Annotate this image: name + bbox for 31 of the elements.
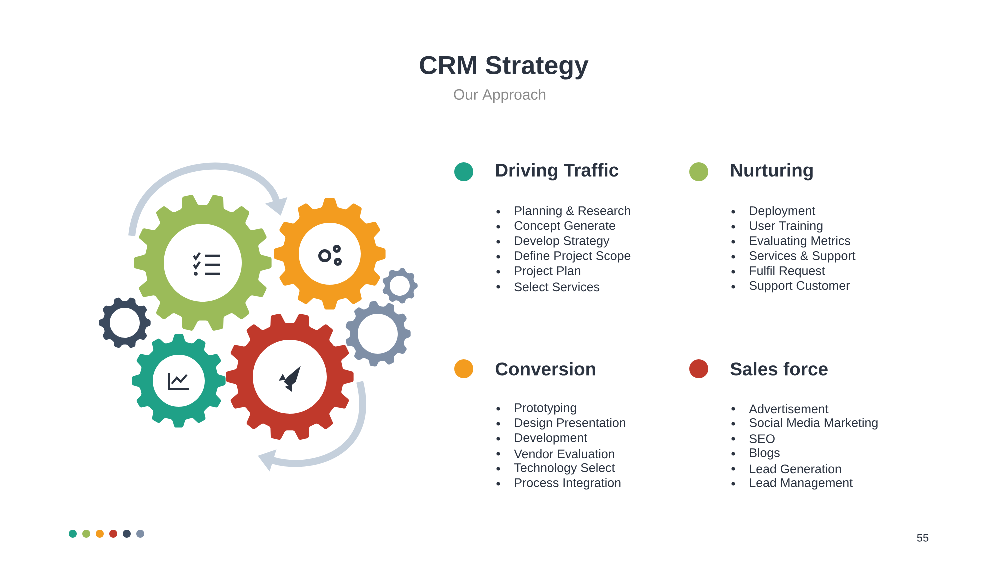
list-item: Process Integration — [515, 478, 621, 490]
list-item: Development — [515, 433, 588, 445]
list-item: Develop Strategy — [515, 236, 610, 248]
list-item: Advertisement — [749, 404, 829, 414]
list-item: Lead Management — [750, 478, 853, 490]
section-heading: Sales force — [730, 362, 828, 376]
page-number: 55 — [917, 534, 929, 542]
section-heading: Nurturing — [731, 163, 813, 181]
subtitle: Our Approach — [454, 89, 546, 103]
list-item: Services & Support — [750, 251, 856, 263]
list-item: Project Plan — [515, 266, 581, 278]
list-item: Support Customer — [750, 281, 850, 293]
list-item: SEO — [750, 434, 775, 444]
list-item: Technology Select — [514, 463, 616, 475]
list-item: Prototyping — [515, 403, 576, 415]
list-item: Design Presentation — [515, 418, 626, 430]
section-heading: Driving Traffic — [496, 163, 619, 181]
list-item: Vendor Evaluation — [514, 449, 614, 459]
list-item: Evaluating Metrics — [750, 236, 850, 248]
list-item: Blogs — [750, 448, 780, 460]
list-item: Concept Generate — [514, 221, 616, 233]
list-item: Define Project Scope — [515, 251, 631, 263]
list-item: Fulfil Request — [750, 266, 826, 278]
list-item: User Training — [750, 221, 823, 233]
list-item: Social Media Marketing — [750, 418, 878, 430]
list-item: Deployment — [750, 206, 816, 218]
section-heading: Conversion — [496, 362, 596, 376]
list-item: Planning & Research — [515, 206, 630, 218]
list-item: Lead Generation — [750, 464, 842, 474]
list-item: Select Services — [514, 282, 600, 292]
title: CRM Strategy — [420, 56, 589, 80]
